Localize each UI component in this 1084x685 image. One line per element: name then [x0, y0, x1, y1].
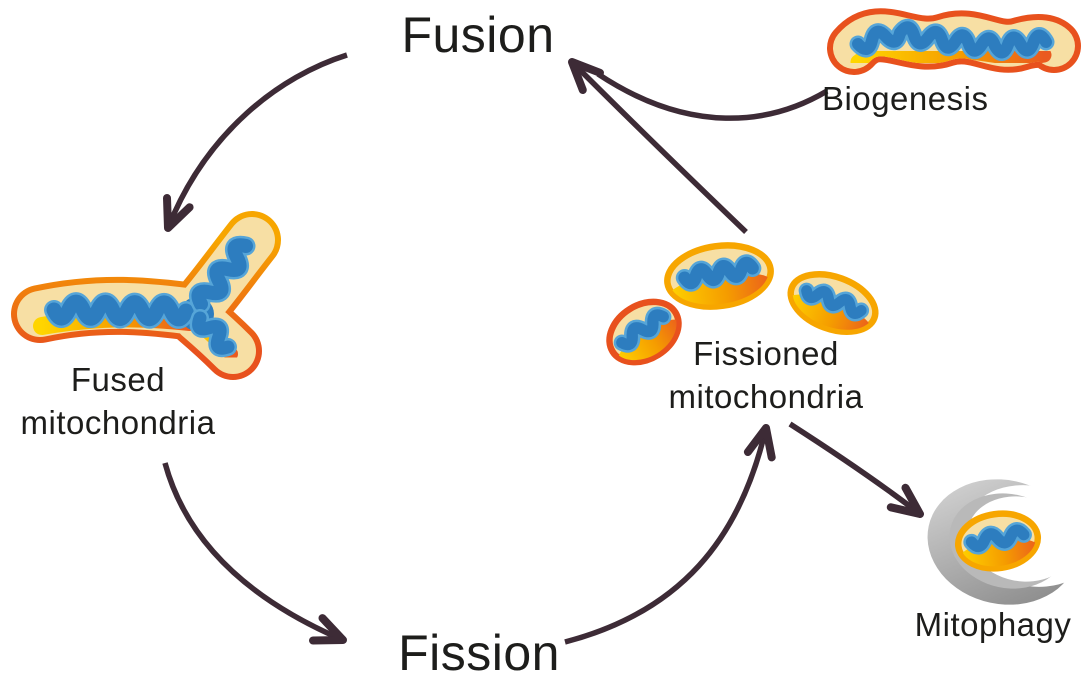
fused-label-line2: mitochondria: [20, 404, 216, 441]
arrow-fused-to-fission: [162, 462, 347, 645]
fissioned-mitochondria-icon: [606, 242, 879, 370]
fused-label-line1: Fused: [70, 361, 166, 398]
fission-label: Fission: [398, 625, 560, 681]
arrow-biogenesis-to-fusion: [596, 71, 829, 121]
arrow-fusion-to-fused: [163, 52, 348, 232]
arrow-fissioned-to-mitophagy: [788, 421, 924, 518]
mitophagy-mitochondrion-icon: [954, 510, 1042, 572]
biogenesis-label: Biogenesis: [822, 80, 989, 117]
mitophagy-icon: [915, 470, 1084, 612]
mitophagy-label: Mitophagy: [914, 606, 1072, 643]
fissioned-label-line2: mitochondria: [668, 378, 864, 415]
arrow-fission-to-fissioned: [564, 424, 776, 645]
fissioned-label-line1: Fissioned: [693, 335, 839, 372]
fusion-label: Fusion: [401, 7, 555, 63]
fused-mitochondria-label: Fused mitochondria: [21, 358, 216, 444]
fissioned-mitochondrion-left: [606, 298, 687, 370]
biogenesis-mitochondrion-icon: [827, 8, 1081, 75]
fused-mitochondria-icon: [11, 211, 281, 380]
fissioned-mitochondrion-center: [664, 242, 774, 311]
fissioned-mitochondria-label: Fissioned mitochondria: [669, 332, 864, 418]
arrow-fissioned-to-fusion: [568, 58, 748, 234]
arrows: [162, 52, 924, 645]
fissioned-mitochondrion-right: [785, 271, 879, 339]
